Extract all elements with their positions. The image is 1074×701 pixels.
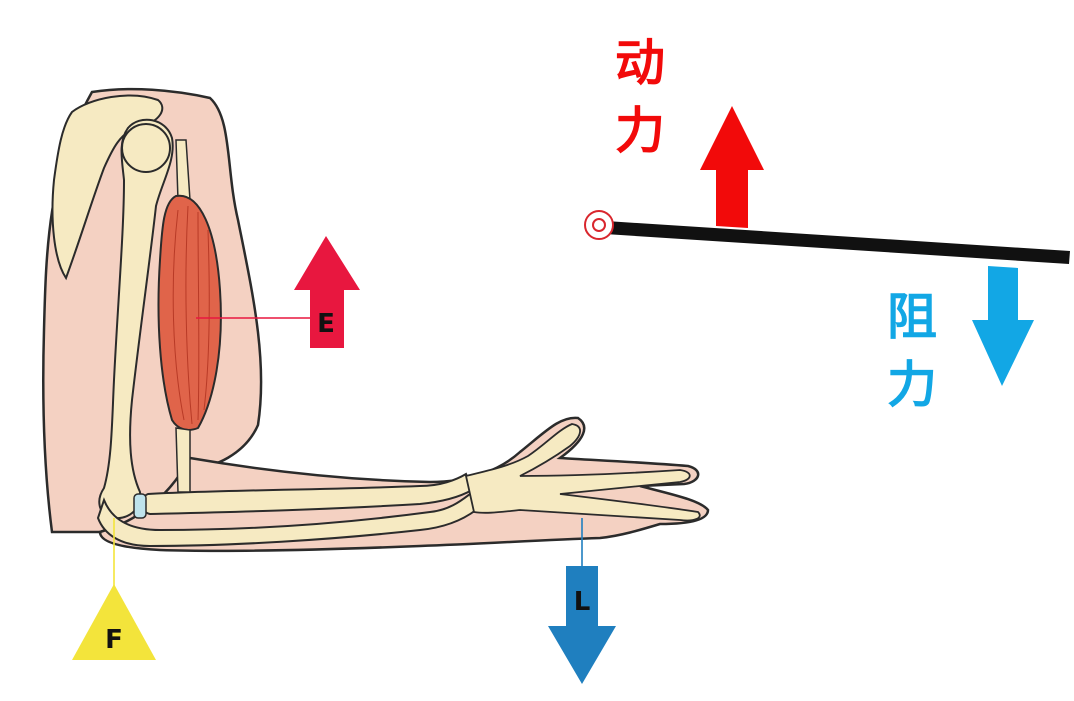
fulcrum-label-f: F (105, 625, 123, 655)
humeral-head (121, 123, 171, 173)
pivot-inner-circle (592, 218, 606, 232)
scapula-bone (51, 94, 164, 281)
effort-force-label-char-2: 力 (615, 102, 665, 160)
load-force-label-char-1: 阻 (887, 288, 937, 346)
load-force-label-char-2: 力 (887, 356, 937, 414)
effort-arrow-e (294, 236, 360, 348)
radius-bone (140, 472, 474, 516)
elbow-cartilage (133, 493, 147, 519)
load-arrow-l (548, 566, 616, 684)
lever-schematic: 动 力 阻 力 (584, 34, 1070, 414)
arm-illustration: E F L (42, 87, 710, 684)
muscle-striations (172, 205, 210, 425)
effort-label-e: E (317, 309, 335, 339)
load-label-l: L (574, 587, 591, 617)
biceps-tendon-lower (175, 427, 191, 493)
effort-force-arrow (700, 106, 764, 228)
load-force-arrow (972, 266, 1034, 386)
effort-force-label-char-1: 动 (615, 34, 665, 92)
fulcrum-triangle-f (72, 584, 156, 660)
hand-bones (464, 423, 701, 522)
humerus-bone (98, 118, 174, 520)
lever-bar (605, 221, 1070, 264)
